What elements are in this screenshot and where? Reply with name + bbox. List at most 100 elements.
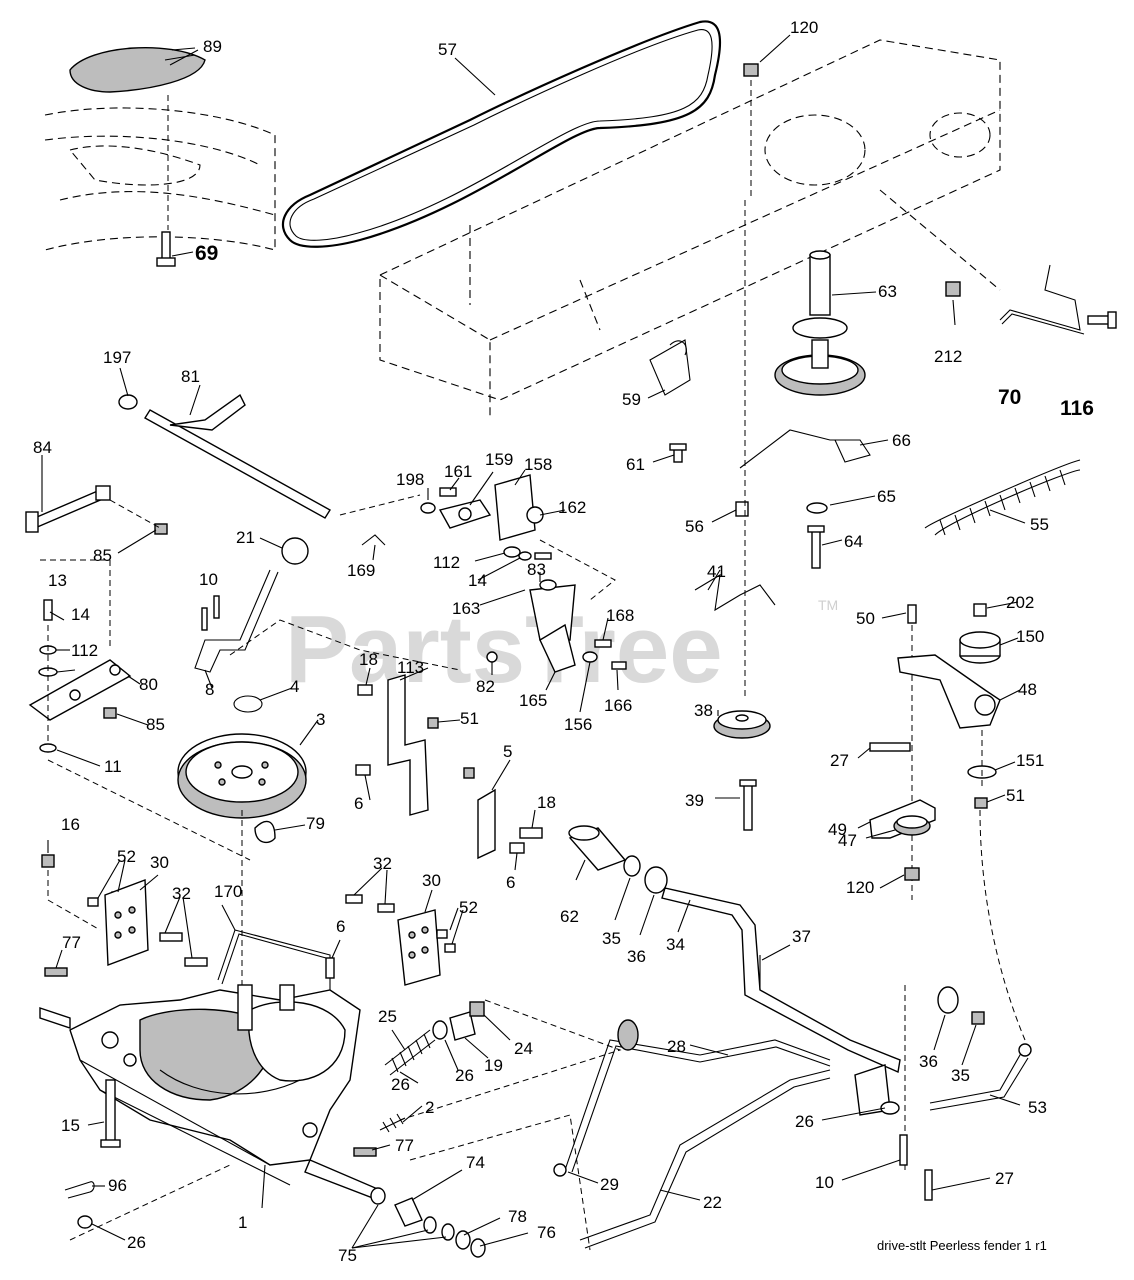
- callout-10-lower: 10: [815, 1173, 834, 1192]
- callout-34: 34: [666, 935, 685, 954]
- watermark-trademark: TM: [818, 597, 838, 613]
- callout-19: 19: [484, 1056, 503, 1075]
- washer-35: [623, 855, 641, 877]
- bracket-113: [357, 674, 429, 816]
- clip-169: [361, 534, 386, 546]
- fender-cover-89: [69, 47, 206, 93]
- callout-25: 25: [378, 1007, 397, 1026]
- callout-22: 22: [703, 1193, 722, 1212]
- callout-162: 162: [558, 498, 586, 517]
- callout-56: 56: [685, 517, 704, 536]
- callout-29: 29: [600, 1175, 619, 1194]
- bolt-56: [735, 501, 749, 517]
- washer-75-c: [441, 1223, 455, 1241]
- callout-120-lower: 120: [846, 878, 874, 897]
- callout-112-lower: 112: [71, 641, 98, 660]
- callout-82: 82: [476, 677, 495, 696]
- rod-28: [564, 1039, 831, 1171]
- bolt-27-upper: [869, 742, 911, 752]
- rod-84: [25, 485, 111, 533]
- nut-35-right: [971, 1011, 985, 1025]
- nut-16: [41, 854, 55, 868]
- washer-75-b: [423, 1216, 437, 1234]
- callout-212: 212: [934, 347, 962, 366]
- callout-18-lower: 18: [537, 793, 556, 812]
- callout-15: 15: [61, 1116, 80, 1135]
- washer-76: [470, 1238, 486, 1258]
- nut-51-right: [974, 797, 988, 809]
- rod-170: [217, 929, 331, 1000]
- callout-59: 59: [622, 390, 641, 409]
- callout-170: 170: [214, 882, 242, 901]
- bracket-165: [486, 579, 627, 673]
- callout-47: 47: [838, 831, 857, 850]
- callout-27-lower: 27: [995, 1169, 1014, 1188]
- bracket-80: [28, 599, 132, 753]
- callout-113: 113: [397, 658, 424, 677]
- spring-25: [384, 1029, 436, 1076]
- nut-24: [469, 1001, 485, 1017]
- callout-35-right: 35: [951, 1066, 970, 1085]
- callout-50: 50: [856, 609, 875, 628]
- pulley-47: [893, 815, 931, 836]
- callout-165: 165: [519, 691, 547, 710]
- shaft-81: [118, 393, 331, 519]
- clip-4: [233, 695, 263, 713]
- callout-14-upper: 14: [468, 571, 487, 590]
- leader-lines: [41, 34, 1026, 1249]
- callout-75: 75: [338, 1246, 357, 1265]
- callout-116: 116: [1060, 397, 1094, 420]
- callout-66: 66: [892, 431, 911, 450]
- nut-51-mid: [427, 717, 439, 729]
- pin-27-lower: [924, 1169, 933, 1201]
- washer-36-right: [937, 986, 959, 1014]
- callout-35-left: 35: [602, 929, 621, 948]
- callout-79: 79: [306, 814, 325, 833]
- callout-156: 156: [564, 715, 592, 734]
- callout-168: 168: [606, 606, 634, 625]
- watermark-text: PartsTree: [285, 596, 723, 703]
- callout-26-mid: 26: [455, 1066, 474, 1085]
- rod-34: [661, 887, 901, 1074]
- callout-80: 80: [139, 675, 158, 694]
- bracket-30-left: [104, 879, 149, 966]
- callout-70: 70: [998, 386, 1021, 409]
- washer-75-a: [370, 1187, 386, 1205]
- bolt-15: [100, 1079, 121, 1148]
- callout-4: 4: [290, 677, 299, 696]
- callout-151: 151: [1016, 751, 1044, 770]
- callout-158: 158: [524, 455, 552, 474]
- callout-30-right: 30: [422, 871, 441, 890]
- callout-52-left: 52: [117, 847, 136, 866]
- callout-202: 202: [1006, 593, 1034, 612]
- bracket-48: [897, 654, 1001, 729]
- rod-53: [929, 1044, 1026, 1104]
- callout-166: 166: [604, 696, 632, 715]
- nut-85-lower: [103, 707, 117, 719]
- callout-8: 8: [205, 680, 214, 699]
- callout-198: 198: [396, 470, 424, 489]
- callout-14-lower: 14: [71, 605, 90, 624]
- rod-70: [999, 264, 1081, 331]
- callout-13: 13: [48, 571, 67, 590]
- bolt-116: [1087, 311, 1117, 329]
- callout-28: 28: [667, 1037, 686, 1056]
- bolt-6-lower: [509, 842, 525, 854]
- callout-112-upper: 112: [433, 553, 460, 572]
- drive-belt-57: [281, 20, 722, 248]
- callout-5: 5: [503, 742, 512, 761]
- callout-26-transaxle: 26: [391, 1075, 410, 1094]
- nut-212: [945, 281, 961, 297]
- callout-84: 84: [33, 438, 52, 457]
- callout-6-lower: 6: [506, 873, 515, 892]
- pulley-38: [713, 710, 771, 739]
- pin-10-lower: [899, 1134, 908, 1166]
- callout-6-mid: 6: [354, 794, 363, 813]
- transaxle-1: [39, 984, 381, 1201]
- callout-3: 3: [316, 710, 325, 729]
- bolt-6-right: [325, 957, 335, 979]
- callout-64: 64: [844, 532, 863, 551]
- callout-1: 1: [238, 1213, 247, 1232]
- washer-26-lower: [77, 1215, 93, 1229]
